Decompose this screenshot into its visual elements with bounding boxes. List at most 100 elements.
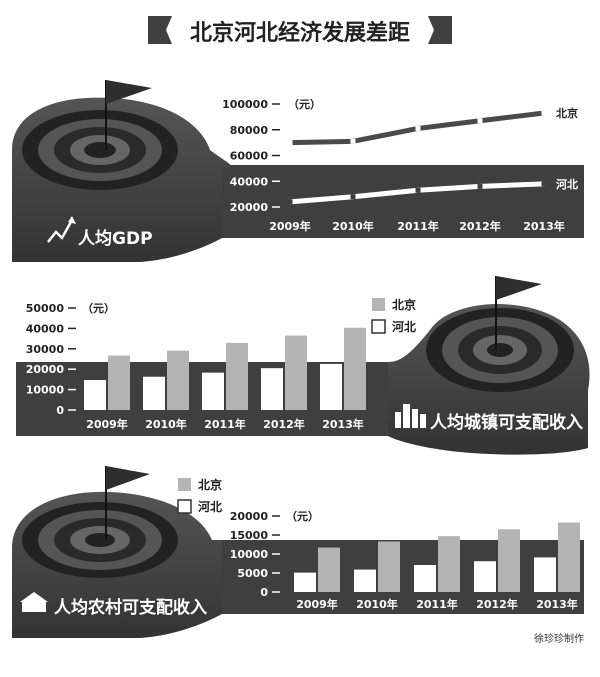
urban-chart-title: 人均城镇可支配收入 bbox=[430, 412, 583, 433]
urban-bar-hebei bbox=[320, 363, 342, 410]
urban-bar-hebei bbox=[202, 372, 224, 410]
gdp-ribbon-band bbox=[222, 165, 584, 238]
urban-bar-beijing bbox=[285, 335, 307, 410]
urban-unit-label: （元） bbox=[82, 302, 115, 315]
gdp-data-point bbox=[415, 125, 421, 131]
rural-unit-label: （元） bbox=[286, 510, 319, 523]
urban-x-tick: 2012年 bbox=[263, 417, 305, 431]
rural-bar-beijing bbox=[378, 541, 400, 592]
gdp-chart-title: 人均GDP bbox=[78, 228, 153, 249]
urban-x-tick: 2013年 bbox=[322, 417, 364, 431]
city-buildings-icon bbox=[395, 404, 426, 428]
rural-ribbon-band bbox=[222, 540, 584, 614]
urban-bar-beijing bbox=[167, 350, 189, 410]
gdp-x-tick: 2013年 bbox=[523, 219, 565, 233]
rural-bar-hebei bbox=[534, 557, 556, 592]
gdp-scroll bbox=[12, 80, 232, 262]
urban-bar-beijing bbox=[108, 355, 130, 410]
urban-legend-swatch-beijing bbox=[372, 298, 385, 311]
urban-y-tick: 10000 bbox=[26, 384, 65, 397]
rural-x-tick: 2013年 bbox=[536, 597, 578, 611]
urban-y-tick: 40000 bbox=[26, 322, 65, 335]
gdp-flag-icon bbox=[106, 80, 152, 104]
urban-plot: 0 10000 20000 30000 40000 50000 （元） 2009年 2010年 2… bbox=[26, 297, 416, 431]
urban-bar-beijing bbox=[344, 327, 366, 410]
rural-legend-swatch-hebei bbox=[177, 499, 192, 514]
rural-legend: 北京河北 bbox=[177, 477, 222, 514]
gdp-y-tick: 40000 bbox=[230, 175, 269, 188]
gdp-series-label: 北京 bbox=[556, 106, 578, 120]
gdp-y-tick: 80000 bbox=[230, 124, 269, 137]
gdp-data-point bbox=[287, 199, 293, 205]
urban-x-tick: 2009年 bbox=[86, 417, 128, 431]
panel-gdp: 人均GDP 20000 40000 60000 80000 100000 （元） 2009年… bbox=[12, 80, 584, 262]
gdp-data-point bbox=[350, 194, 356, 200]
gdp-data-point bbox=[350, 138, 356, 144]
rural-legend-swatch-beijing bbox=[178, 478, 191, 491]
panel-urban: 人均城镇可支配收入 0 10000 20000 30000 40000 50000 （元） 2… bbox=[16, 276, 590, 455]
gdp-data-point bbox=[287, 140, 293, 146]
urban-legend-hebei: 河北 bbox=[391, 319, 416, 334]
gdp-data-point bbox=[477, 183, 483, 189]
rural-y-tick: 20000 bbox=[230, 510, 269, 523]
gdp-x-tick: 2011年 bbox=[397, 219, 439, 233]
urban-y-tick: 50000 bbox=[26, 302, 65, 315]
rural-bar-hebei bbox=[294, 572, 316, 592]
rural-bar-hebei bbox=[474, 561, 496, 592]
gdp-x-tick: 2009年 bbox=[269, 219, 311, 233]
rural-x-tick: 2010年 bbox=[356, 597, 398, 611]
urban-legend-beijing: 北京 bbox=[392, 297, 416, 312]
gdp-data-point bbox=[541, 181, 547, 187]
gdp-data-point bbox=[477, 118, 483, 124]
rural-bar-beijing bbox=[498, 529, 520, 592]
rural-bar-beijing bbox=[438, 536, 460, 592]
urban-legend: 北京河北 bbox=[371, 297, 416, 334]
urban-bar-beijing bbox=[226, 342, 248, 410]
rural-scroll bbox=[12, 466, 222, 638]
urban-bar-hebei bbox=[143, 376, 165, 410]
gdp-y-tick: 20000 bbox=[230, 201, 269, 214]
rural-bar-hebei bbox=[414, 565, 436, 592]
rural-flag-icon bbox=[106, 466, 150, 490]
urban-flag-icon bbox=[496, 276, 542, 300]
rural-x-tick: 2011年 bbox=[416, 597, 458, 611]
rural-y-tick: 0 bbox=[260, 586, 268, 599]
gdp-x-tick: 2010年 bbox=[332, 219, 374, 233]
rural-y-tick: 10000 bbox=[230, 548, 269, 561]
urban-legend-swatch-hebei bbox=[371, 319, 386, 334]
gdp-data-point bbox=[415, 187, 421, 193]
gdp-y-tick: 100000 bbox=[222, 98, 268, 111]
urban-y-tick: 30000 bbox=[26, 343, 65, 356]
rural-x-tick: 2012年 bbox=[476, 597, 518, 611]
urban-scroll bbox=[388, 276, 590, 455]
farmhouse-icon bbox=[20, 592, 48, 612]
urban-y-tick: 0 bbox=[56, 404, 64, 417]
gdp-plot: 20000 40000 60000 80000 100000 （元） 2009年 2010年 2… bbox=[222, 98, 578, 233]
trend-arrow-icon bbox=[47, 219, 74, 243]
gdp-unit-label: （元） bbox=[288, 98, 321, 111]
urban-bar-hebei bbox=[261, 368, 283, 410]
urban-x-tick: 2011年 bbox=[204, 417, 246, 431]
urban-bar-hebei bbox=[84, 380, 106, 410]
urban-y-tick: 20000 bbox=[26, 363, 65, 376]
gdp-y-tick: 60000 bbox=[230, 150, 269, 163]
rural-y-tick: 15000 bbox=[230, 529, 269, 542]
rural-legend-hebei: 河北 bbox=[197, 499, 222, 514]
page-title: 北京河北经济发展差距 bbox=[190, 20, 410, 46]
rural-bar-hebei bbox=[354, 569, 376, 592]
gdp-data-point bbox=[541, 110, 547, 116]
rural-legend-beijing: 北京 bbox=[198, 477, 222, 492]
gdp-series-label: 河北 bbox=[556, 177, 578, 191]
urban-x-tick: 2010年 bbox=[145, 417, 187, 431]
rural-plot: 0 5000 10000 15000 20000 （元） 2009年 2010年 2011年 20… bbox=[177, 477, 580, 611]
rural-bar-beijing bbox=[558, 522, 580, 592]
rural-y-tick: 5000 bbox=[237, 567, 268, 580]
panel-rural: 人均农村可支配收入 0 5000 10000 15000 20000 （元） 2009年 20… bbox=[12, 466, 584, 638]
rural-bar-beijing bbox=[318, 547, 340, 592]
title-banner: 北京河北经济发展差距 bbox=[148, 16, 452, 46]
gdp-x-tick: 2012年 bbox=[459, 219, 501, 233]
rural-x-tick: 2009年 bbox=[296, 597, 338, 611]
rural-chart-title: 人均农村可支配收入 bbox=[54, 597, 207, 618]
credit-text: 徐珍珍制作 bbox=[534, 632, 584, 645]
